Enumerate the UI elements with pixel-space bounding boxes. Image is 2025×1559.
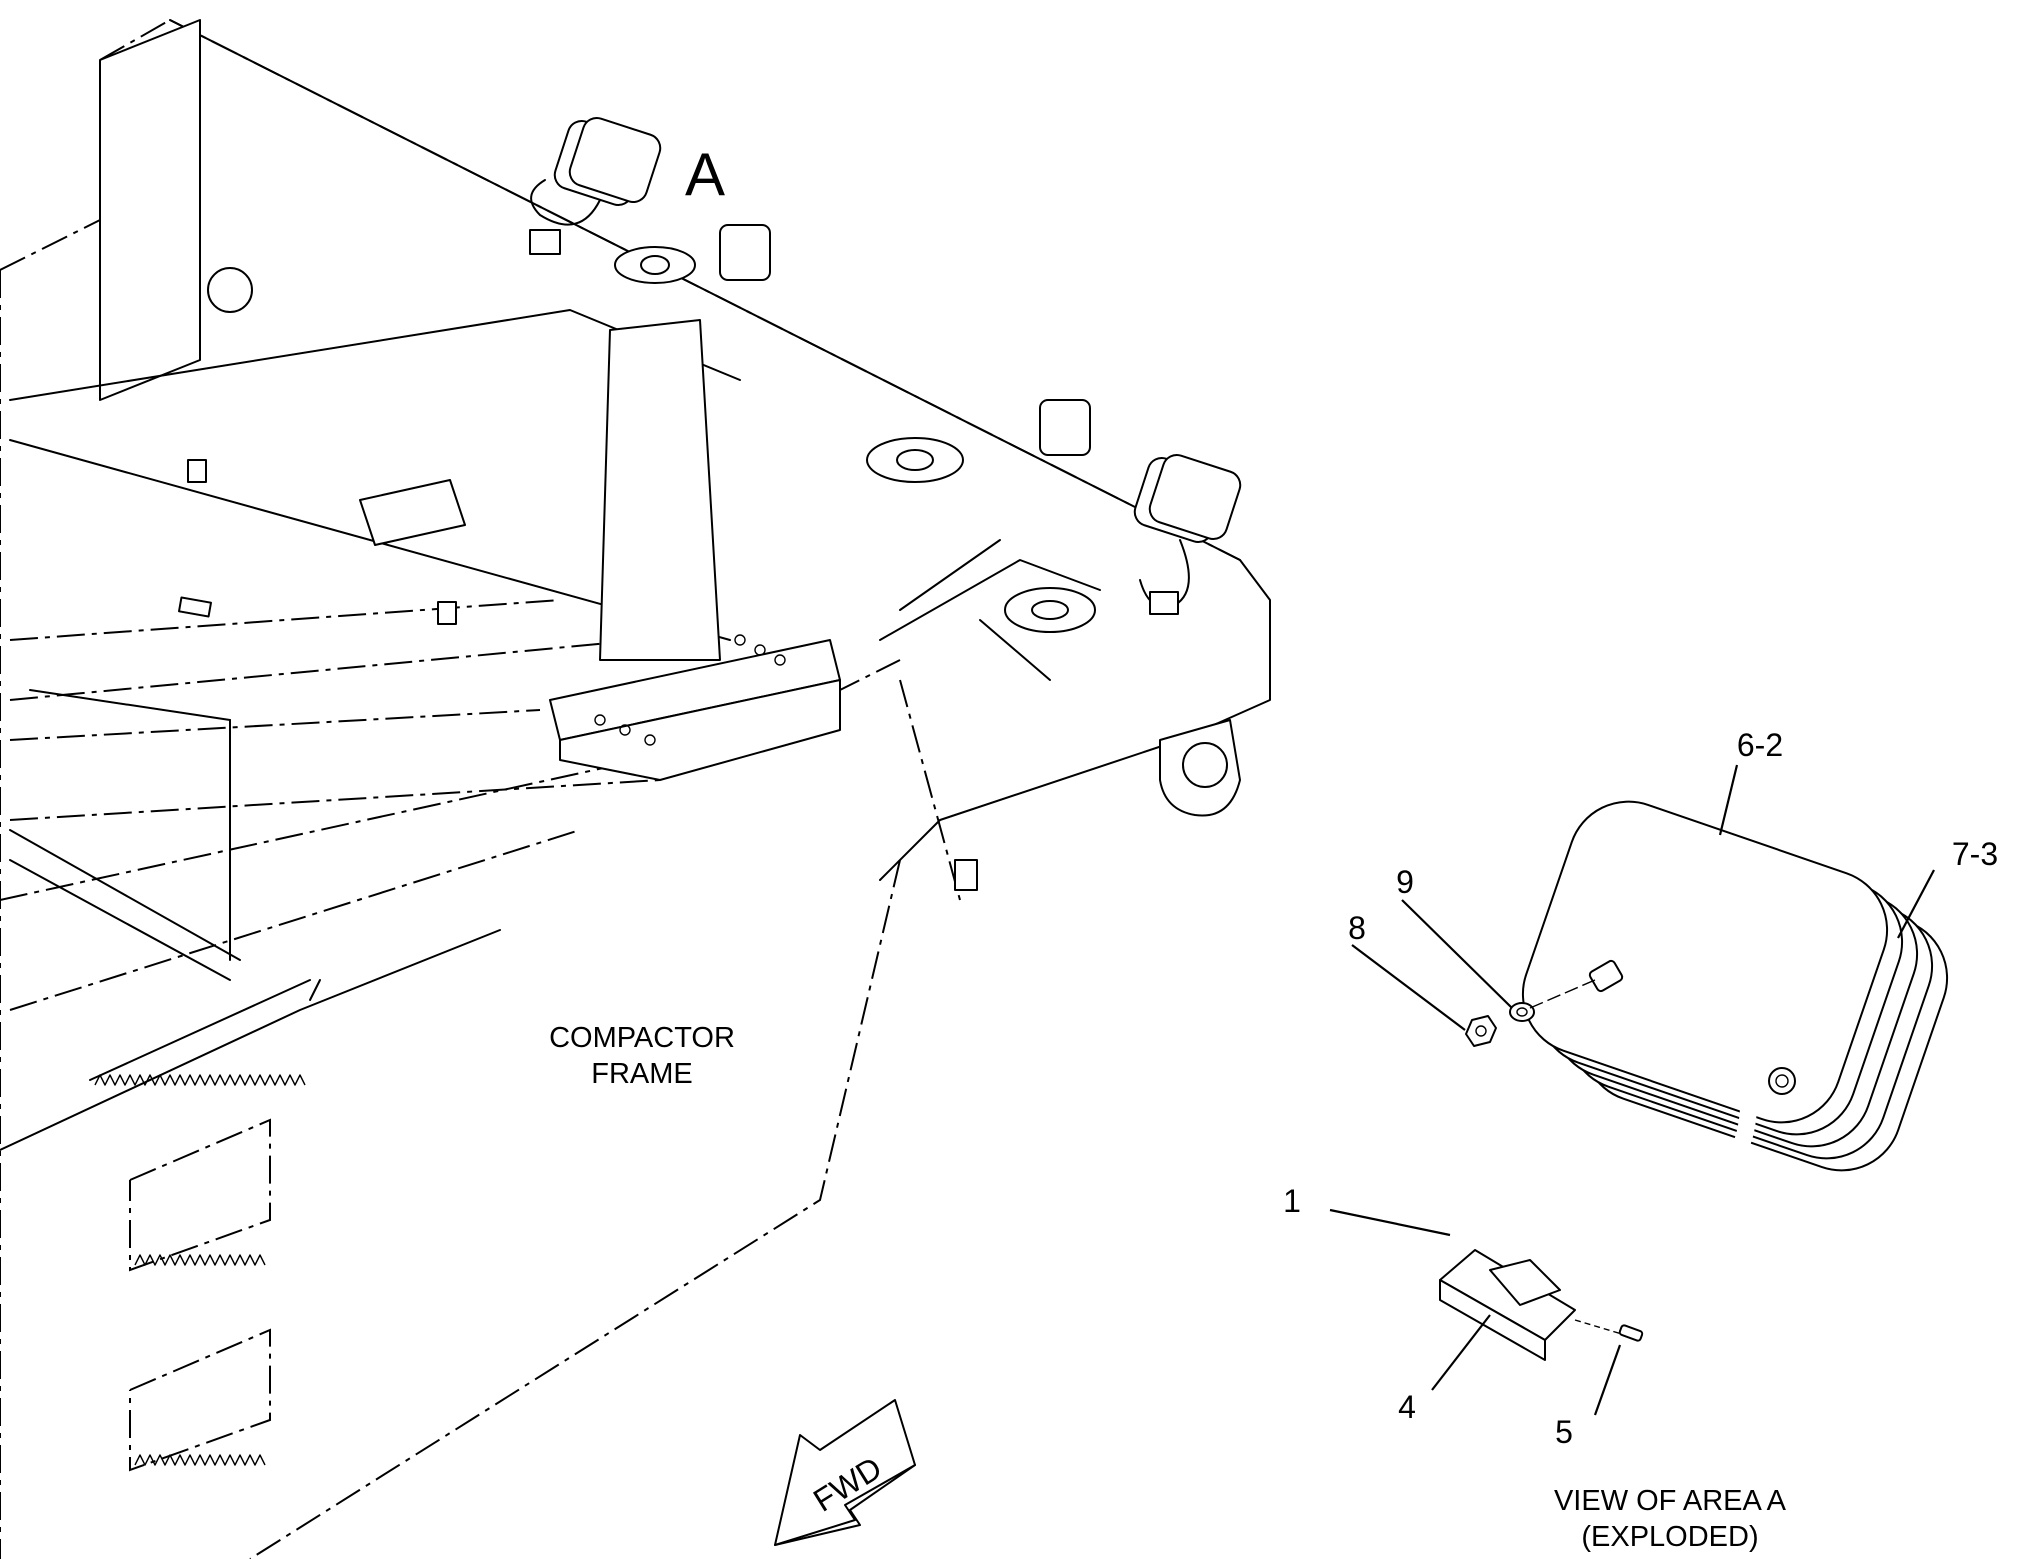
compactor-frame-assembly [0,19,1271,1559]
detail-caption-line2: (EXPLODED) [1581,1521,1758,1553]
detail-caption-line1: VIEW OF AREA A [1554,1485,1787,1517]
exploded-lamp-view [1432,800,1949,1361]
callout-7-3: 7-3 [1952,836,1998,872]
frame-label-line2: FRAME [591,1058,693,1090]
view-marker-a: A [685,141,725,208]
callout-4: 4 [1398,1389,1416,1425]
forward-arrow-icon: FWD [774,1399,916,1546]
callout-5: 5 [1555,1414,1573,1450]
frame-label-line1: COMPACTOR [549,1022,735,1054]
callout-9: 9 [1396,864,1414,900]
callout-6-2: 6-2 [1737,727,1783,763]
callout-1: 1 [1283,1183,1301,1219]
callout-8: 8 [1348,910,1366,946]
